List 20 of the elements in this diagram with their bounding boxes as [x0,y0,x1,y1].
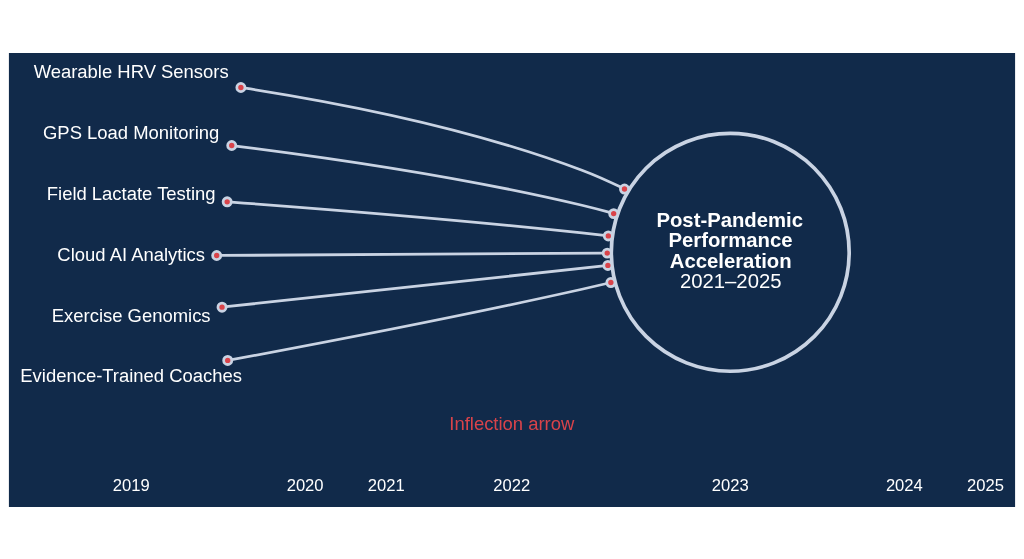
label: 2021 [367,475,405,495]
node-text: Exercise Genomics [51,304,211,326]
label: Inflection arrow [449,412,575,434]
node-text: Wearable HRV Sensors [33,60,229,82]
label: 2024 [885,475,923,495]
connector [221,195,614,241]
label: 2025 [967,475,1005,495]
node-text: GPS Load Monitoring [43,121,220,143]
label: 2019 [112,475,150,495]
label: 2023 [711,475,749,495]
label: 2022 [493,475,531,495]
connector [216,259,614,313]
node-text: Field Lactate Testing [46,182,216,204]
connector [222,276,617,366]
node-text: Cloud AI Analytics [57,243,205,265]
connector [226,139,620,219]
node-text: Evidence-Trained Coaches [20,364,243,386]
label: 2020 [286,475,324,495]
connector [235,81,630,194]
connector [211,247,613,261]
